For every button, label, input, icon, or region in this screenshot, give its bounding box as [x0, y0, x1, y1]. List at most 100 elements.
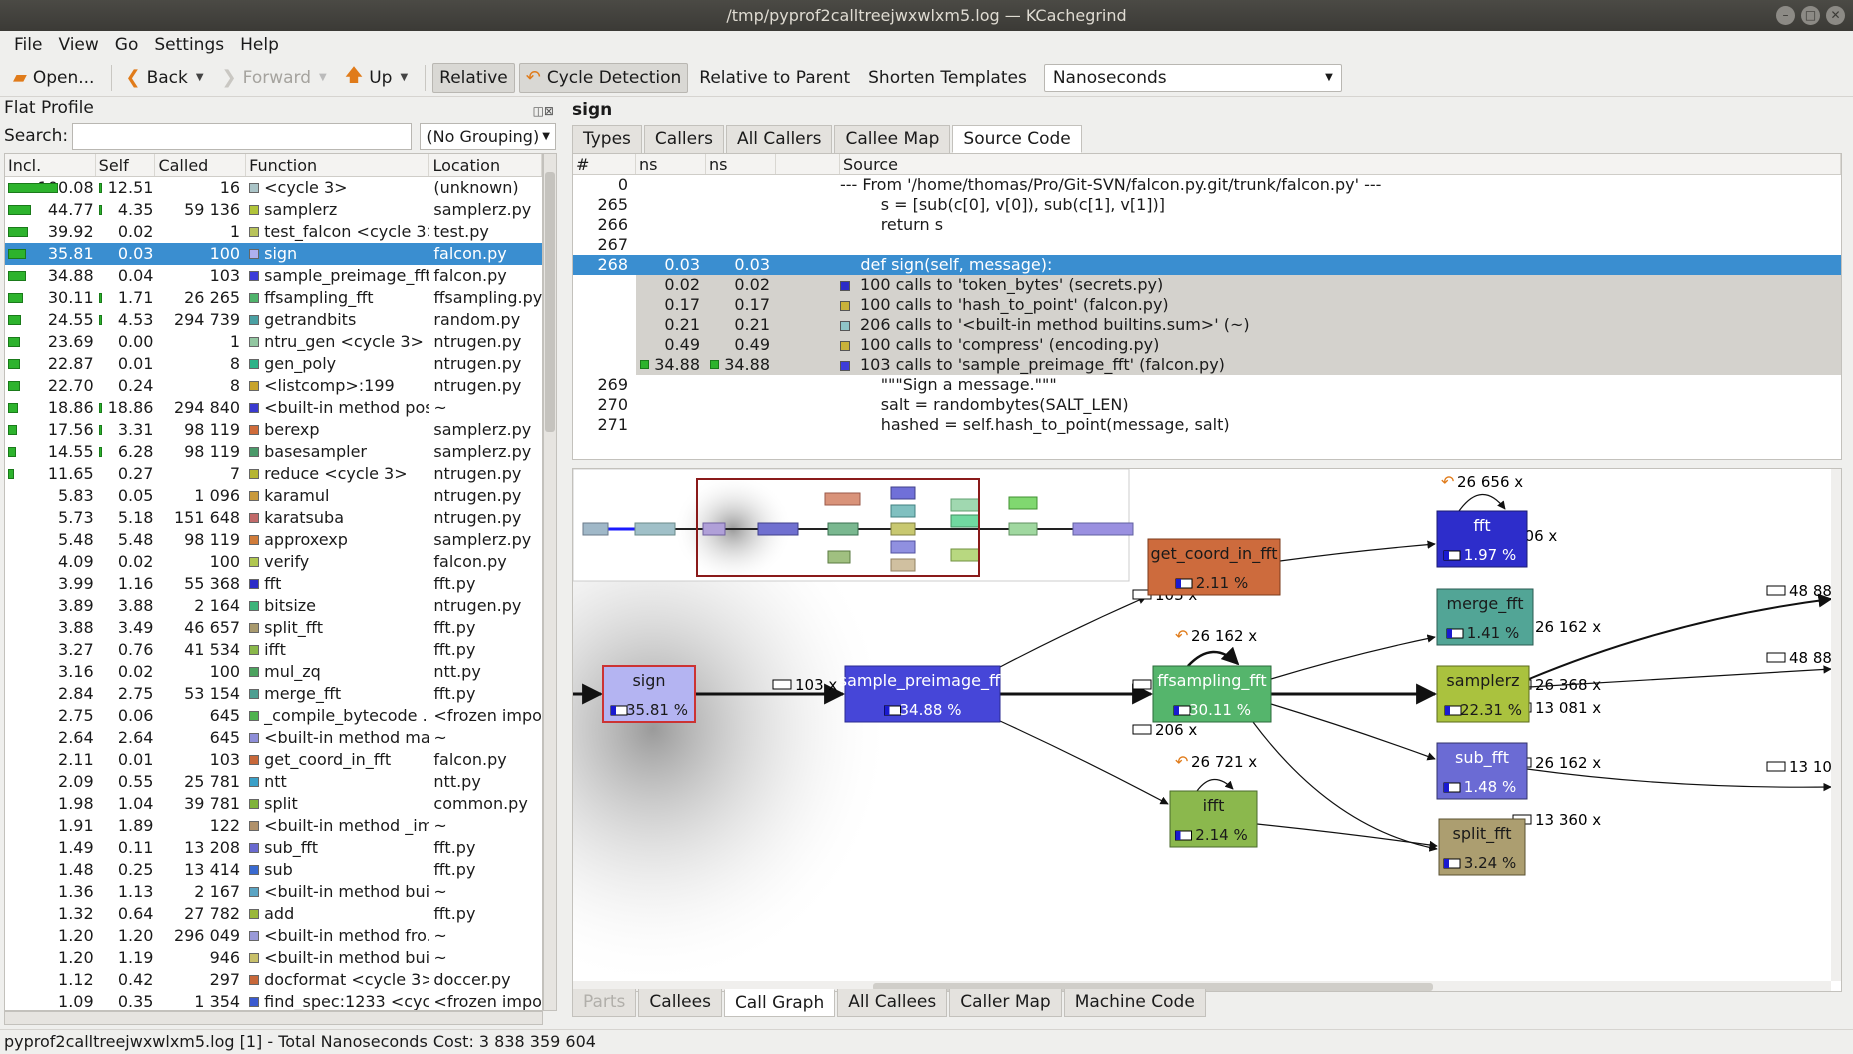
relative-to-parent-toggle[interactable]: Relative to Parent	[699, 67, 851, 88]
graph-edge[interactable]	[1270, 634, 1436, 680]
menu-go[interactable]: Go	[114, 35, 139, 55]
chevron-down-icon[interactable]: ▼	[400, 72, 409, 83]
column-ns-incl[interactable]: ns	[636, 154, 706, 174]
column-location[interactable]: Location	[429, 154, 542, 176]
horizontal-scrollbar[interactable]	[4, 1011, 543, 1025]
source-line[interactable]: 271 hashed = self.hash_to_point(message,…	[573, 415, 1841, 435]
tab-all-callers[interactable]: All Callers	[725, 125, 833, 153]
source-line[interactable]: 266 return s	[573, 215, 1841, 235]
source-line[interactable]: 0--- From '/home/thomas/Pro/Git-SVN/falc…	[573, 175, 1841, 195]
close-icon[interactable]: ✕	[1826, 6, 1845, 25]
forward-button[interactable]: ❯Forward▼	[215, 63, 334, 93]
source-line[interactable]: 267	[573, 235, 1841, 255]
node-box[interactable]	[602, 665, 696, 723]
graph-edge[interactable]	[999, 720, 1169, 805]
node-box[interactable]	[1152, 665, 1272, 723]
column-called[interactable]: Called	[155, 154, 247, 176]
menu-help[interactable]: Help	[240, 35, 279, 55]
maximize-icon[interactable]: □	[1801, 6, 1820, 25]
shorten-templates-toggle[interactable]: Shorten Templates	[868, 67, 1027, 88]
chevron-down-icon[interactable]: ▼	[195, 72, 204, 83]
node-box[interactable]	[1147, 538, 1281, 596]
source-line[interactable]: 269 """Sign a message."""	[573, 375, 1841, 395]
tab-callees[interactable]: Callees	[638, 989, 722, 1017]
graph-edge[interactable]	[1187, 646, 1240, 667]
graph-edge[interactable]	[1458, 493, 1506, 512]
graph-edge[interactable]	[1196, 778, 1234, 792]
back-button[interactable]: ❮Back▼	[118, 63, 210, 93]
minimize-icon[interactable]: –	[1776, 6, 1795, 25]
vertical-scrollbar[interactable]	[543, 153, 557, 1011]
graph-edge[interactable]	[1528, 593, 1833, 680]
tab-caller-map[interactable]: Caller Map	[949, 989, 1062, 1017]
column-incl[interactable]: Incl.	[5, 154, 96, 176]
graph-edge[interactable]	[1252, 721, 1438, 852]
search-input[interactable]	[72, 122, 413, 150]
chevron-down-icon[interactable]: ▼	[319, 72, 327, 83]
graph-edge[interactable]	[1279, 540, 1436, 562]
table-row[interactable]: 1.361.132 167<built-in method buil...~	[5, 881, 542, 903]
grouping-select[interactable]: (No Grouping)▼	[420, 122, 556, 150]
up-button[interactable]: 🡅Up▼	[338, 63, 415, 93]
overview-viewport[interactable]	[696, 478, 980, 577]
column-function[interactable]: Function	[246, 154, 430, 176]
tab-parts[interactable]: Parts	[572, 989, 637, 1017]
graph-edge[interactable]	[999, 596, 1147, 668]
dock-controls-icon[interactable]: ◫⊠	[532, 104, 554, 118]
node-box[interactable]	[844, 665, 1001, 723]
source-line[interactable]: 270 salt = randombytes(SALT_LEN)	[573, 395, 1841, 415]
column-self[interactable]: Self	[96, 154, 156, 176]
tab-source-code[interactable]: Source Code	[952, 125, 1082, 153]
tab-call-graph[interactable]: Call Graph	[723, 989, 836, 1017]
scrollbar-thumb[interactable]	[545, 172, 555, 432]
relative-toggle[interactable]: Relative	[432, 62, 515, 93]
column-ns-self[interactable]: ns	[706, 154, 776, 174]
source-line[interactable]: 265 s = [sub(c[0], v[0]), sub(c[1], v[1]…	[573, 195, 1841, 215]
column-line[interactable]: #	[573, 154, 636, 174]
tab-machine-code[interactable]: Machine Code	[1063, 989, 1206, 1017]
column-source[interactable]: Source	[840, 154, 1841, 174]
menu-settings[interactable]: Settings	[154, 35, 225, 55]
